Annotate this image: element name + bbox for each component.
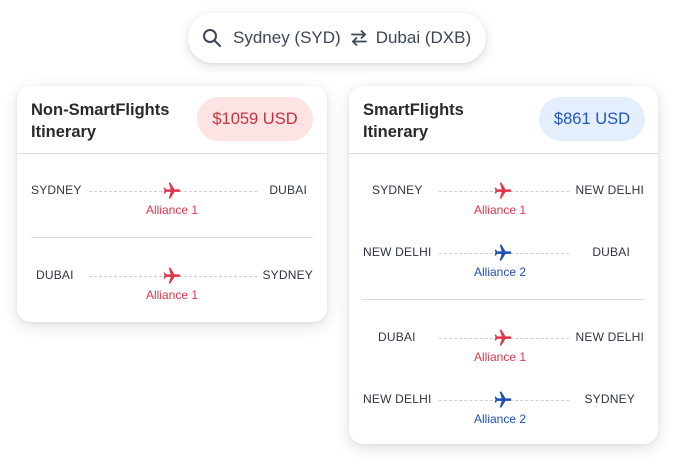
alliance-label: Alliance 1 <box>145 203 199 217</box>
leg-destination: DUBAI <box>592 245 630 259</box>
route-search-bar[interactable]: Sydney (SYD) Dubai (DXB) <box>188 13 486 63</box>
card-header: SmartFlights Itinerary $861 USD <box>349 86 658 154</box>
card-header: Non-SmartFlights Itinerary $1059 USD <box>17 86 327 154</box>
origin-label: Sydney (SYD) <box>233 28 341 47</box>
flight-leg: SYDNEY DUBAI Alliance 1 <box>17 174 327 217</box>
card-title: Non-SmartFlights Itinerary <box>31 101 170 141</box>
card-title: SmartFlights Itinerary <box>363 101 464 141</box>
alliance-label: Alliance 2 <box>473 265 527 279</box>
swap-arrows-icon[interactable] <box>349 28 369 48</box>
flight-leg: NEW DELHI SYDNEY Alliance 2 <box>349 383 658 426</box>
alliance-label: Alliance 1 <box>473 350 527 364</box>
destination-label: Dubai (DXB) <box>375 28 472 47</box>
airplane-icon <box>493 181 513 201</box>
leg-destination: NEW DELHI <box>575 183 644 197</box>
price-badge: $861 USD <box>539 97 645 141</box>
leg-divider <box>362 299 645 300</box>
flight-leg: NEW DELHI DUBAI Alliance 2 <box>349 236 658 279</box>
leg-origin: NEW DELHI <box>363 392 432 406</box>
leg-origin: DUBAI <box>378 330 416 344</box>
flight-leg: DUBAI NEW DELHI Alliance 1 <box>349 321 658 364</box>
airplane-icon <box>162 266 182 286</box>
airplane-icon <box>493 243 513 263</box>
flight-leg: DUBAI SYDNEY Alliance 1 <box>17 259 327 302</box>
search-icon <box>202 28 222 48</box>
leg-destination: NEW DELHI <box>575 330 644 344</box>
airplane-icon <box>493 328 513 348</box>
leg-destination: SYDNEY <box>262 268 313 282</box>
leg-destination: SYDNEY <box>584 392 635 406</box>
flight-leg: SYDNEY NEW DELHI Alliance 1 <box>349 174 658 217</box>
leg-origin: NEW DELHI <box>363 245 432 259</box>
airplane-icon <box>162 181 182 201</box>
smartflights-card: SmartFlights Itinerary $861 USD SYDNEY N… <box>349 86 658 444</box>
airplane-icon <box>493 390 513 410</box>
leg-divider <box>31 237 313 238</box>
leg-origin: SYDNEY <box>372 183 423 197</box>
alliance-label: Alliance 1 <box>473 203 527 217</box>
price-badge: $1059 USD <box>197 97 313 141</box>
leg-origin: DUBAI <box>36 268 74 282</box>
leg-destination: DUBAI <box>269 183 307 197</box>
alliance-label: Alliance 2 <box>473 412 527 426</box>
non-smartflights-card: Non-SmartFlights Itinerary $1059 USD SYD… <box>17 86 327 322</box>
leg-origin: SYDNEY <box>31 183 82 197</box>
alliance-label: Alliance 1 <box>145 288 199 302</box>
